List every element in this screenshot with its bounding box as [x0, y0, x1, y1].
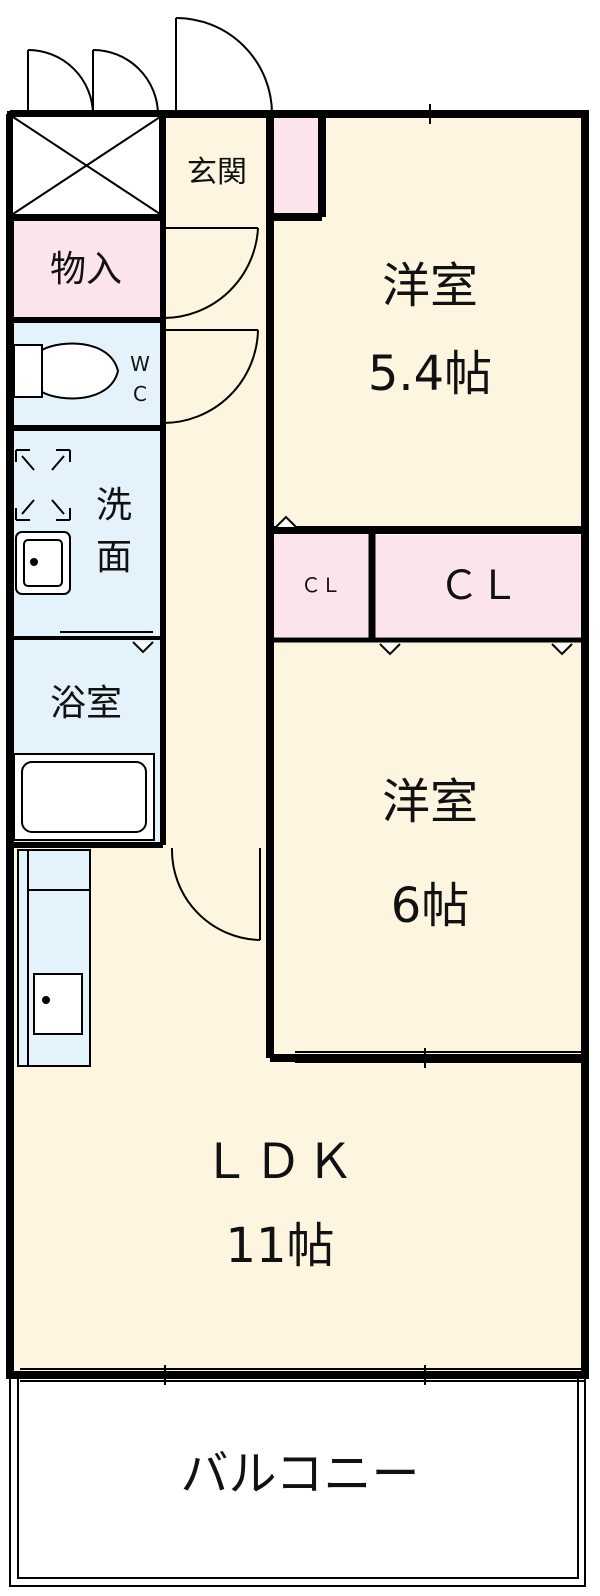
cl-small-label: ＣＬ [301, 573, 341, 597]
balcony-fill [10, 1378, 585, 1586]
kitchen-counter-icon [17, 849, 91, 1067]
balcony-outline [9, 1375, 586, 1587]
bathtub-icon [13, 753, 155, 841]
monoire-label: 物入 [49, 249, 122, 290]
room1-name: 洋室 [381, 258, 478, 314]
yokushitsu-label: 浴室 [49, 683, 122, 724]
balcony-label: バルコニー [180, 1446, 420, 1502]
sliding-door-marks [20, 104, 585, 1385]
toilet-icon [13, 342, 120, 400]
cl-large-fill [373, 535, 585, 637]
washbasin-icon [15, 449, 71, 595]
cl-small-fill [271, 532, 370, 637]
genkan-shoe-box-fill [271, 114, 321, 216]
genkan-label: 玄関 [187, 155, 247, 190]
hallway-fill [163, 114, 271, 846]
ldk-size: 11帖 [225, 1218, 335, 1274]
senmen-label-1: 洗 [95, 485, 132, 526]
senmen-label-2: 面 [95, 537, 132, 578]
interior-walls [10, 114, 585, 1062]
entrance-area [7, 17, 273, 220]
ldk-upper-fill [163, 845, 271, 1060]
ldk-name: ＬＤＫ [201, 1134, 358, 1190]
wc-label-c: C [133, 382, 147, 406]
room2-size: 6帖 [390, 878, 470, 934]
cl-large-label: ＣＬ [439, 563, 519, 609]
wc-label-w: W [130, 352, 150, 376]
room1-size: 5.4帖 [367, 346, 493, 402]
genkan-fill [163, 114, 271, 219]
monoire-fill [10, 220, 162, 318]
room2-name: 洋室 [381, 774, 478, 830]
ldk-fill [10, 845, 585, 1375]
door-swings [162, 227, 270, 941]
